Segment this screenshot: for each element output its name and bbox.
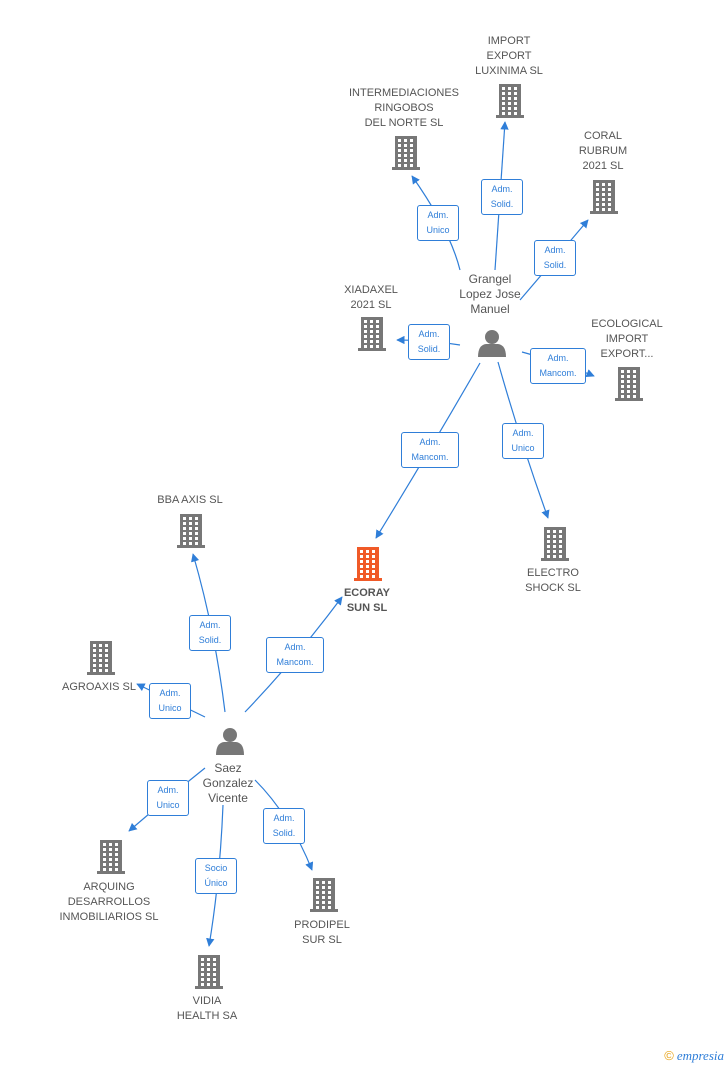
relation-label-saez-ecoray[interactable]: Adm. Mancom. — [266, 637, 324, 673]
company-label-vidia[interactable]: VIDIA HEALTH SA — [176, 995, 238, 1022]
company-label-coral[interactable]: CORAL RUBRUM 2021 SL — [578, 130, 628, 172]
brand-name: mpresia — [682, 1048, 724, 1063]
person-icon[interactable] — [216, 728, 244, 755]
relation-label-saez-vidia[interactable]: Socio Único — [195, 858, 237, 894]
focus-building-icon[interactable] — [354, 547, 382, 581]
building-icon[interactable] — [615, 367, 643, 401]
building-icon[interactable] — [541, 527, 569, 561]
person-icon[interactable] — [478, 330, 506, 357]
company-label-import[interactable]: IMPORT EXPORT LUXINIMA SL — [475, 35, 543, 77]
relation-label-saez-agroaxis[interactable]: Adm. Unico — [149, 683, 191, 719]
building-icon[interactable] — [177, 514, 205, 548]
company-label-arquing[interactable]: ARQUING DESARROLLOS INMOBILIARIOS SL — [59, 881, 159, 923]
building-icon[interactable] — [195, 955, 223, 989]
building-icon[interactable] — [392, 136, 420, 170]
building-icon[interactable] — [496, 84, 524, 118]
building-icon[interactable] — [87, 641, 115, 675]
company-label-prodipel[interactable]: PRODIPEL SUR SL — [294, 919, 350, 946]
relation-label-grangel-import[interactable]: Adm. Solid. — [481, 179, 523, 215]
relation-label-grangel-intermediaciones[interactable]: Adm. Unico — [417, 205, 459, 241]
building-icon[interactable] — [97, 840, 125, 874]
company-label-agroaxis[interactable]: AGROAXIS SL — [62, 681, 136, 693]
person-label-grangel[interactable]: Grangel Lopez Jose Manuel — [459, 272, 521, 316]
relation-label-grangel-xiadaxel[interactable]: Adm. Solid. — [408, 324, 450, 360]
company-label-xiadaxel[interactable]: XIADAXEL 2021 SL — [344, 284, 398, 311]
building-icon[interactable] — [310, 878, 338, 912]
company-label-intermediaciones[interactable]: INTERMEDIACIONES RINGOBOS DEL NORTE SL — [348, 87, 460, 129]
building-icon[interactable] — [590, 180, 618, 214]
relation-label-grangel-ecological[interactable]: Adm. Mancom. — [530, 348, 586, 384]
company-label-ecoray[interactable]: ECORAY SUN SL — [343, 587, 391, 614]
relation-label-grangel-electro[interactable]: Adm. Unico — [502, 423, 544, 459]
company-label-ecological[interactable]: ECOLOGICAL IMPORT EXPORT... — [591, 318, 663, 360]
person-label-saez[interactable]: Saez Gonzalez Vicente — [202, 761, 254, 805]
empresia-logo[interactable]: ©empresia — [664, 1048, 724, 1064]
building-icon[interactable] — [358, 317, 386, 351]
relation-label-grangel-coral[interactable]: Adm. Solid. — [534, 240, 576, 276]
company-label-electro[interactable]: ELECTRO SHOCK SL — [525, 567, 581, 594]
relation-label-saez-bba[interactable]: Adm. Solid. — [189, 615, 231, 651]
copyright-icon: © — [664, 1048, 674, 1063]
relation-label-grangel-ecoray[interactable]: Adm. Mancom. — [401, 432, 459, 468]
relation-label-saez-prodipel[interactable]: Adm. Solid. — [263, 808, 305, 844]
company-label-bba[interactable]: BBA AXIS SL — [157, 494, 223, 506]
brand-initial: e — [676, 1048, 683, 1063]
relation-label-saez-arquing[interactable]: Adm. Unico — [147, 780, 189, 816]
